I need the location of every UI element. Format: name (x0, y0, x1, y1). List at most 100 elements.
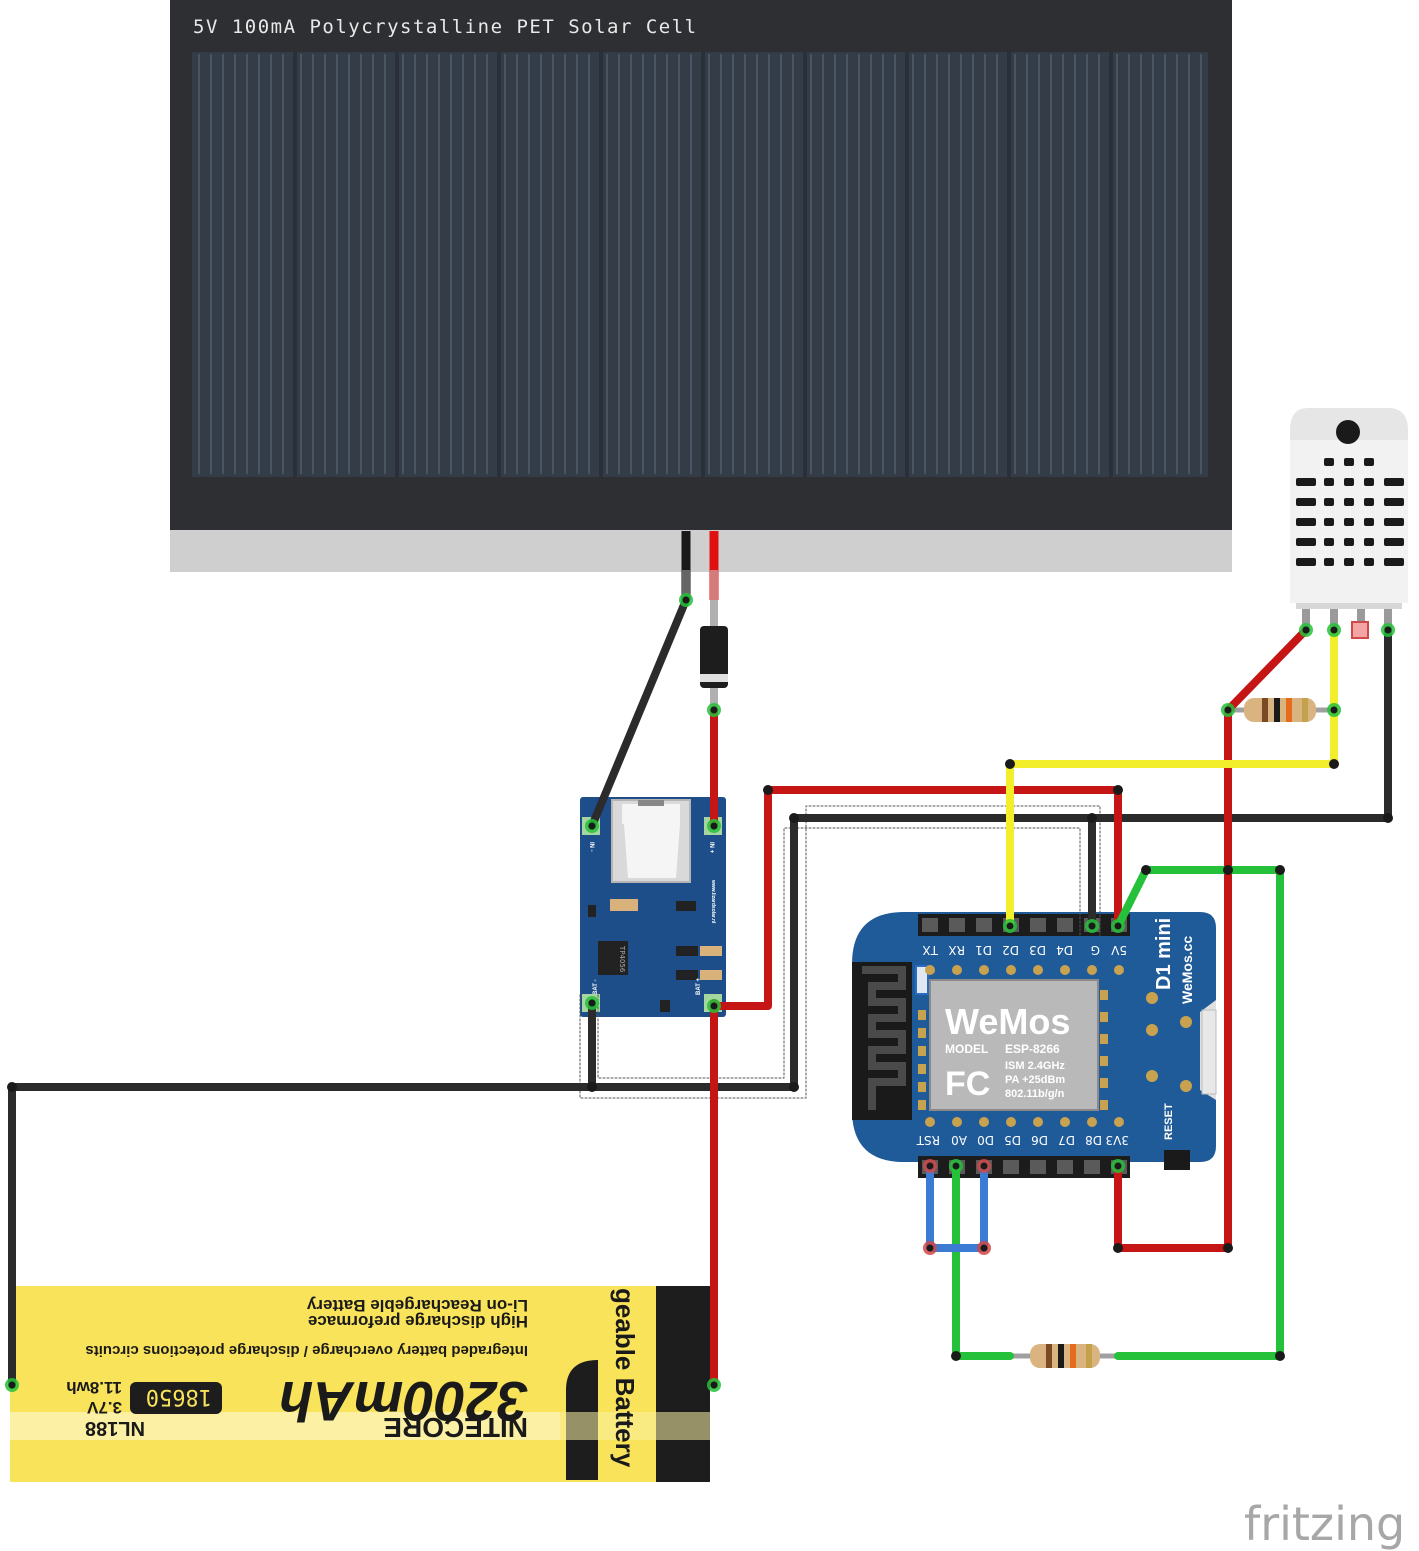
solar-cell-stripe (744, 54, 746, 474)
header-pin-bottom[interactable] (1057, 1160, 1073, 1174)
wemos-bottom-pin-label: RST (916, 1133, 940, 1147)
solar-cell-stripe (1038, 54, 1040, 474)
header-pin-bottom[interactable] (1030, 1160, 1046, 1174)
solar-cell-stripe (222, 54, 224, 474)
wemos-top-pin-label: D1 (975, 943, 992, 957)
sensor-vent-slot (1364, 498, 1374, 506)
solar-cell-stripe (732, 54, 734, 474)
wire-bend-point[interactable] (1383, 813, 1393, 823)
solar-cell-stripe (846, 54, 848, 474)
header-pin-top[interactable] (976, 918, 992, 932)
sensor-vent-slot (1364, 538, 1374, 546)
wire-bend-point[interactable] (789, 813, 799, 823)
solar-cell-stripe (1074, 54, 1076, 474)
solar-cell-stripe (948, 54, 950, 474)
gold-pad (979, 965, 989, 975)
battery-energy: 11.8wh (66, 1378, 122, 1397)
wire-bend-point[interactable] (763, 785, 773, 795)
battery-subtitle: High discharge preformace (308, 1312, 528, 1331)
solar-cell-stripe (300, 54, 302, 474)
solar-cell-stripe (1014, 54, 1016, 474)
wire-endpoint-core (682, 596, 690, 604)
wire-bend-point[interactable] (1223, 1243, 1233, 1253)
gold-pad (918, 1046, 926, 1056)
sensor-vent-slot (1344, 478, 1354, 486)
solar-cell-gap (803, 52, 807, 477)
wemos-bottom-pin-label: A0 (951, 1133, 967, 1147)
solar-cell-stripe (588, 54, 590, 474)
wire-bend-point[interactable] (1113, 785, 1123, 795)
wemos-reset-label: RESET (1163, 1103, 1175, 1140)
charger-ic (598, 941, 628, 975)
solar-cell-stripe (1164, 54, 1166, 474)
wire-bend-point[interactable] (1223, 865, 1233, 875)
header-pin-top[interactable] (1030, 918, 1046, 932)
wemos-bottom-pin-label: D7 (1058, 1133, 1075, 1147)
solar-cell-gap (1007, 52, 1011, 477)
wemos-logo: WeMos (945, 1001, 1070, 1042)
solar-cell-stripe (324, 54, 326, 474)
solar-cell-gap (905, 52, 909, 477)
solar-cell-gap (497, 52, 501, 477)
solar-cell-stripe (894, 54, 896, 474)
gold-pad (952, 965, 962, 975)
battery-voltage: 3.7V (86, 1398, 122, 1417)
solar-cell-stripe (576, 54, 578, 474)
sensor-vent-slot (1296, 478, 1316, 486)
wemos-reset-button[interactable] (1164, 1150, 1190, 1170)
wemos-top-pin-label: G (1091, 943, 1100, 957)
wemos-bottom-pin-label: D0 (977, 1133, 994, 1147)
sensor-vent-slot (1384, 498, 1404, 506)
solar-cell-stripe (336, 54, 338, 474)
header-pin-top[interactable] (922, 918, 938, 932)
wire-endpoint-core (8, 1381, 16, 1389)
tp4056-charger: TP4056 IN - IN + BAT - BAT + www.lizards… (580, 797, 726, 1017)
solar-cell-stripe (870, 54, 872, 474)
header-pin-top[interactable] (949, 918, 965, 932)
wire-bend-point[interactable] (1113, 1243, 1123, 1253)
wemos-top-pin-label: TX (922, 943, 939, 957)
solar-cell-stripe (810, 54, 812, 474)
wire-bend-point[interactable] (7, 1082, 17, 1092)
wire-bend-point[interactable] (1087, 813, 1097, 823)
wire-bend-point[interactable] (1329, 759, 1339, 769)
solar-cell-stripe (402, 54, 404, 474)
solar-cell-stripe (528, 54, 530, 474)
wire-bend-point[interactable] (587, 1082, 597, 1092)
solar-cell-stripe (258, 54, 260, 474)
wire-ground-main (8, 814, 1096, 1389)
wire-bend-point[interactable] (789, 1082, 799, 1092)
sensor-vent-slot (1364, 518, 1374, 526)
header-pin-bottom[interactable] (1003, 1160, 1019, 1174)
wire-rst-d0-jumper (926, 1162, 988, 1252)
solar-cell-stripe (360, 54, 362, 474)
wire-endpoint-core (926, 1162, 934, 1170)
solar-cell-stripe (834, 54, 836, 474)
wire-bend-point[interactable] (1275, 865, 1285, 875)
sensor-vent-slot (1344, 538, 1354, 546)
solar-cell-stripe (474, 54, 476, 474)
solar-cell-stripe (1200, 54, 1202, 474)
gold-pad (1114, 965, 1124, 975)
solar-cell-gap (1109, 52, 1113, 477)
wemos-spec-wifi: 802.11b/g/n (1005, 1088, 1065, 1100)
wire-bend-point[interactable] (1141, 865, 1151, 875)
wemos-top-pin-label: 5V (1110, 943, 1127, 957)
wire-bend-point[interactable] (951, 1351, 961, 1361)
header-pin-bottom[interactable] (1084, 1160, 1100, 1174)
gold-pad (1100, 1100, 1108, 1110)
battery-brand: NITECORE (383, 1412, 528, 1443)
battery-size: 18650 (146, 1384, 212, 1409)
battery-note: Integraded battery overcharge / discharg… (85, 1342, 528, 1359)
wire-bend-point[interactable] (1275, 1351, 1285, 1361)
sensor-vent-slot (1324, 458, 1334, 466)
wire-endpoint-core (1088, 922, 1096, 930)
wire-endpoint-core (710, 1002, 718, 1010)
sensor-vent-slot (1324, 498, 1334, 506)
wire-bend-point[interactable] (1005, 759, 1015, 769)
header-pin-top[interactable] (1057, 918, 1073, 932)
solar-cell-stripe (1026, 54, 1028, 474)
